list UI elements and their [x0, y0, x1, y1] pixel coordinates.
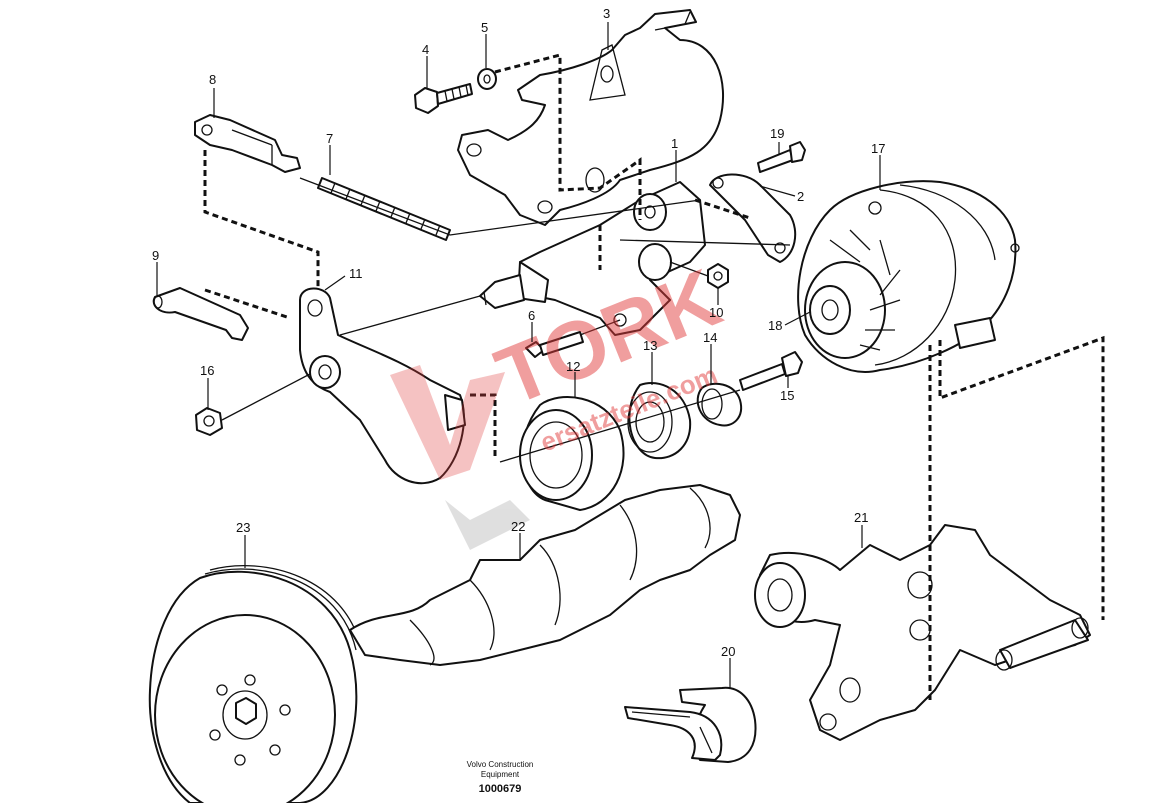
callout-21: 21 [854, 510, 868, 525]
footer-company-line1: Volvo Construction [467, 760, 534, 769]
part-bolt-15 [739, 351, 803, 391]
assembly-dashed-lines [203, 53, 1105, 700]
callout-18: 18 [768, 318, 782, 333]
callout-16: 16 [200, 363, 214, 378]
part-bolt-6 [525, 331, 584, 358]
part-crankshaft-22 [349, 484, 741, 666]
watermark-shape-gray [445, 500, 530, 550]
watermark-shape [390, 365, 505, 480]
part-nut-10 [707, 263, 729, 289]
part-bearing-13 [627, 382, 692, 460]
footer-drawing-id: 1000679 [479, 783, 522, 795]
part-pulley-12 [519, 396, 625, 511]
part-tensioner-arm-11 [299, 287, 466, 485]
callout-20: 20 [721, 644, 735, 659]
callout-12: 12 [566, 359, 580, 374]
part-tensioner-bracket-1 [479, 181, 706, 336]
part-alternator-17 [797, 180, 1020, 373]
part-exhaust-pipe [457, 9, 725, 226]
callout-3: 3 [603, 6, 610, 21]
part-bolt-19 [757, 141, 806, 173]
callout-14: 14 [703, 330, 717, 345]
part-pin-9 [152, 287, 249, 341]
callout-7: 7 [326, 131, 333, 146]
callout-13: 13 [643, 338, 657, 353]
part-belt-20 [624, 686, 757, 763]
callout-1: 1 [671, 136, 678, 151]
callout-10: 10 [709, 305, 723, 320]
callout-17: 17 [871, 141, 885, 156]
callout-2: 2 [797, 189, 804, 204]
drawing-footer: Volvo Construction Equipment 1000679 [467, 760, 534, 795]
footer-company-line2: Equipment [481, 770, 520, 779]
callout-4: 4 [422, 42, 429, 57]
callout-11: 11 [349, 266, 363, 281]
leader-lines [156, 22, 881, 688]
part-threaded-rod-7 [317, 177, 451, 241]
part-idler-bracket-21 [754, 524, 1091, 741]
part-nut-16 [195, 407, 223, 436]
callout-19: 19 [770, 126, 784, 141]
part-clevis-8 [194, 114, 301, 173]
callout-8: 8 [209, 72, 216, 87]
callout-5: 5 [481, 20, 488, 35]
part-spacer-14 [696, 382, 743, 427]
assembly-axis-lines [221, 177, 791, 463]
callout-6: 6 [528, 308, 535, 323]
callout-15: 15 [780, 388, 794, 403]
part-bracket-plate-2 [709, 173, 797, 263]
callout-labels: 1 2 3 4 5 6 7 8 9 10 11 12 13 14 15 16 1… [152, 6, 885, 659]
part-washer-5 [477, 68, 497, 90]
part-bolt-4 [414, 83, 473, 114]
callout-9: 9 [152, 248, 159, 263]
part-crank-pulley-23 [148, 564, 362, 803]
callout-23: 23 [236, 520, 250, 535]
callout-22: 22 [511, 519, 525, 534]
